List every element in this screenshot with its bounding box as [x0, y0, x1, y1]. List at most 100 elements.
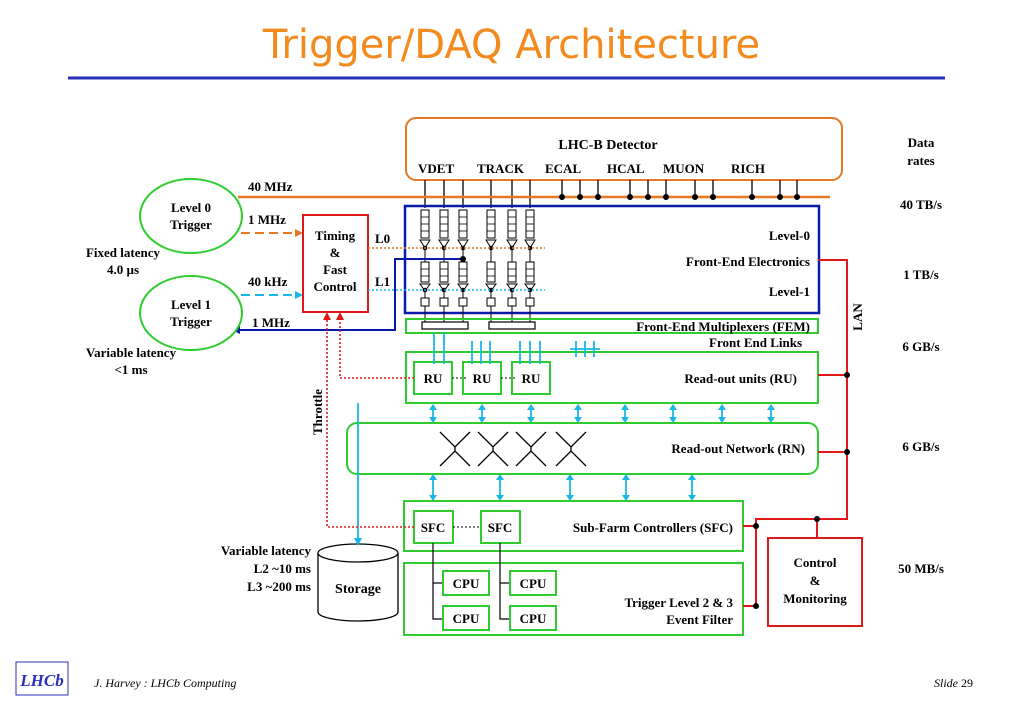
lan-label: LAN	[850, 303, 865, 331]
sfc-unit-2	[480, 510, 521, 544]
sfc-unit-1-label: SFC	[421, 520, 446, 535]
fem-box	[405, 318, 819, 334]
cpu-node-3	[442, 605, 490, 631]
subdetector-hcal: HCAL	[607, 161, 645, 176]
footer-author: J. Harvey : LHCb Computing	[94, 676, 237, 690]
cpu-node-3-label: CPU	[453, 611, 480, 626]
fee-channel	[485, 209, 497, 322]
variable-latency-text: Variable latency<1 ms	[86, 345, 177, 377]
cpu-node-2	[509, 570, 557, 596]
fee-channel	[419, 209, 431, 322]
throttle-label: Throttle	[310, 389, 325, 435]
rate-value-3: 6 GB/s	[902, 339, 939, 354]
ru-unit-label: RU	[424, 371, 443, 386]
ru-label: Read-out units (RU)	[684, 371, 797, 386]
rate-1mhz-bottom: 1 MHz	[252, 315, 290, 330]
cpu-node-2-label: CPU	[520, 576, 547, 591]
link-arrow	[669, 404, 677, 423]
ru-rn-links	[429, 404, 775, 423]
front-end-links-label: Front End Links	[709, 335, 802, 350]
subdetector-rich: RICH	[731, 161, 765, 176]
l1-label: L1	[375, 274, 390, 289]
ru-unit-label: RU	[473, 371, 492, 386]
level0-trigger	[139, 178, 243, 254]
fee-level0-label: Level-0	[769, 228, 810, 243]
link-arrow	[429, 474, 437, 501]
footer-slide-number: Slide 29	[934, 676, 973, 691]
level1-trigger	[139, 275, 243, 351]
link-arrow	[718, 404, 726, 423]
lhcb-logo-text: LHCb	[19, 671, 63, 690]
footer-slide-label: Slide	[934, 676, 958, 690]
rate-value-1: 40 TB/s	[900, 197, 942, 212]
cpu-farm-box	[403, 562, 744, 636]
subdetector-ecal: ECAL	[545, 161, 581, 176]
slide-title: Trigger/DAQ Architecture	[262, 22, 761, 68]
link-arrow	[574, 404, 582, 423]
sfc-unit-2-label: SFC	[488, 520, 513, 535]
cpu-tree	[432, 543, 510, 620]
subdetector-vdet: VDET	[418, 161, 454, 176]
l0-label: L0	[375, 231, 390, 246]
cpu-node-4-label: CPU	[520, 611, 547, 626]
lan-lines	[743, 259, 848, 607]
subdetector-muon: MUON	[663, 161, 705, 176]
ru-unit-3: RU	[511, 361, 551, 395]
fee-channel	[457, 209, 469, 322]
storage-label: Storage	[335, 582, 381, 597]
clock-junctions	[559, 194, 800, 200]
rn-switches	[439, 431, 587, 467]
ru-unit-1: RU	[413, 361, 453, 395]
rate-value-2: 1 TB/s	[903, 267, 939, 282]
rn-box	[346, 422, 819, 475]
ru-units: RU RU RU	[413, 361, 551, 395]
rn-sfc-links	[429, 474, 696, 501]
fem-label: Front-End Multiplexers (FEM)	[636, 319, 810, 334]
fee-electronics-label: Front-End Electronics	[686, 254, 810, 269]
fee-channel	[524, 209, 536, 322]
rate-40mhz: 40 MHz	[248, 179, 293, 194]
cpu-nodes: CPU CPU CPU CPU	[442, 570, 557, 631]
fee-channel	[506, 209, 518, 322]
fee-level1-label: Level-1	[769, 284, 810, 299]
rate-value-5: 50 MB/s	[898, 561, 944, 576]
rn-label: Read-out Network (RN)	[671, 441, 805, 456]
rate-40khz: 40 kHz	[248, 274, 288, 289]
link-arrow	[478, 404, 486, 423]
cpu-node-1-label: CPU	[453, 576, 480, 591]
link-arrow	[767, 404, 775, 423]
ru-unit-label: RU	[522, 371, 541, 386]
ru-unit-2: RU	[462, 361, 502, 395]
lan-junctions	[753, 372, 850, 609]
link-arrow	[496, 474, 504, 501]
detector-readout-lines	[424, 180, 798, 208]
cpu-node-1	[442, 570, 490, 596]
link-arrow	[688, 474, 696, 501]
fem-multiplexers	[421, 321, 536, 330]
fee-channel	[438, 209, 450, 322]
subdetector-track: TRACK	[477, 161, 525, 176]
detector-box	[405, 117, 843, 181]
rate-value-4: 6 GB/s	[902, 439, 939, 454]
sfc-label: Sub-Farm Controllers (SFC)	[573, 520, 733, 535]
link-arrow	[429, 404, 437, 423]
link-arrow	[622, 474, 630, 501]
detector-title: LHC-B Detector	[558, 138, 657, 153]
control-box	[767, 537, 863, 627]
rate-1mhz-top: 1 MHz	[248, 212, 286, 227]
fee-channels	[419, 209, 536, 322]
link-arrow	[527, 404, 535, 423]
fee-to-level1-link	[240, 258, 463, 331]
link-arrow	[621, 404, 629, 423]
front-end-links	[433, 333, 600, 364]
timing-box	[302, 214, 369, 313]
